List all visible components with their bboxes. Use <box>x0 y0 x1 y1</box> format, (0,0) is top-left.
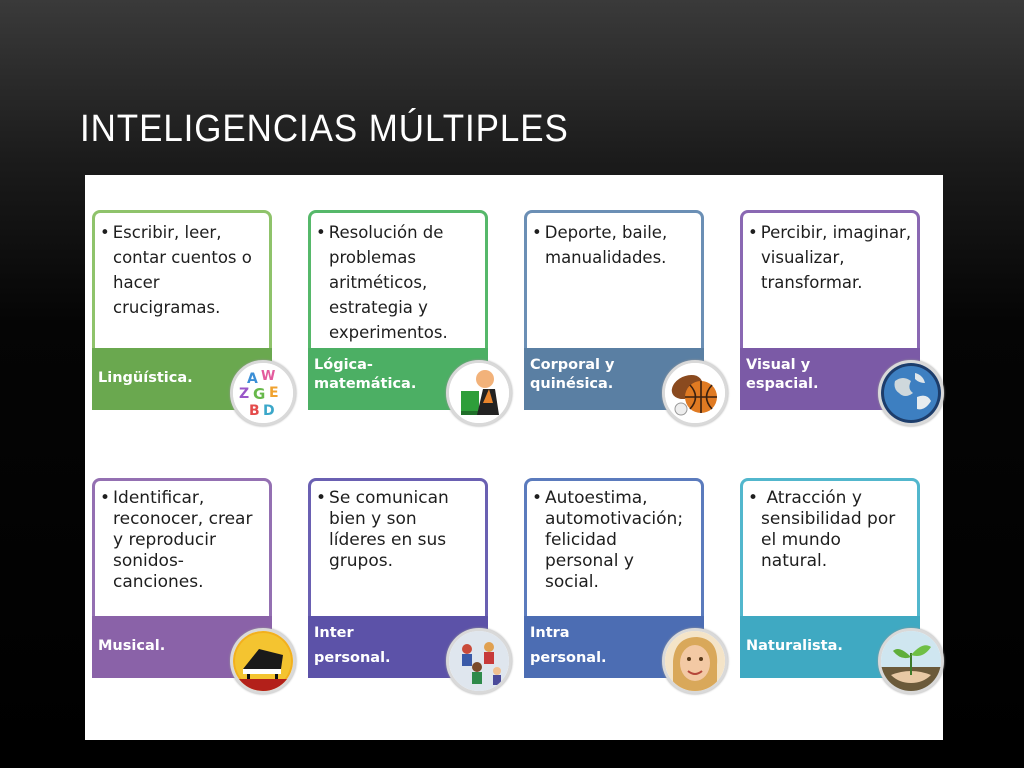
svg-text:Z: Z <box>239 386 249 402</box>
card-corporal: •Deporte, baile, manualidades. Corporal … <box>524 210 728 426</box>
card-label: Naturalista. <box>746 638 843 654</box>
svg-text:W: W <box>261 369 275 384</box>
card-label: Musical. <box>98 638 166 654</box>
svg-text:D: D <box>263 403 275 419</box>
card-logico-matematica: •Resolución de problemas aritméticos, es… <box>308 210 512 426</box>
globe-icon <box>878 360 944 426</box>
piano-icon <box>230 628 296 694</box>
card-description: •Identificar, reconocer, crear y reprodu… <box>100 488 253 592</box>
card-naturalista: • Atracción y sensibilidad por el mundo … <box>740 478 944 694</box>
card-description: • Atracción y sensibilidad por el mundo … <box>748 488 896 571</box>
card-description: •Se comunican bien y son líderes en sus … <box>316 488 449 571</box>
card-interpersonal: •Se comunican bien y son líderes en sus … <box>308 478 512 694</box>
card-description: •Deporte, baile, manualidades. <box>532 223 668 267</box>
sports-balls-icon <box>662 360 728 426</box>
card-description: •Escribir, leer, contar cuentos o hacer … <box>100 223 252 317</box>
card-label-band: Lógica-matemática. <box>308 348 488 410</box>
intelligences-diagram: •Escribir, leer, contar cuentos o hacer … <box>85 175 944 740</box>
letters-icon: A W Z G E B D <box>230 360 296 426</box>
card-intrapersonal: •Autoestima, automotivación; felicidad p… <box>524 478 728 694</box>
svg-text:E: E <box>269 385 279 401</box>
thinker-icon <box>446 360 512 426</box>
people-icon <box>446 628 512 694</box>
card-description: •Autoestima, automotivación; felicidad p… <box>532 488 684 592</box>
svg-text:B: B <box>249 403 260 419</box>
slide-title: INTELIGENCIAS MÚLTIPLES <box>80 108 569 150</box>
sprout-icon <box>878 628 944 694</box>
card-description: •Resolución de problemas aritméticos, es… <box>316 223 448 342</box>
svg-text:G: G <box>253 385 265 403</box>
card-label: Lingüística. <box>98 370 193 386</box>
child-face-icon <box>662 628 728 694</box>
svg-text:A: A <box>247 371 258 387</box>
card-linguistica: •Escribir, leer, contar cuentos o hacer … <box>92 210 296 426</box>
card-description: •Percibir, imaginar, visualizar, transfo… <box>748 223 912 292</box>
card-label: Lógica-matemática. <box>314 357 417 392</box>
card-musical: •Identificar, reconocer, crear y reprodu… <box>92 478 296 694</box>
card-visual-espacial: •Percibir, imaginar, visualizar, transfo… <box>740 210 944 426</box>
